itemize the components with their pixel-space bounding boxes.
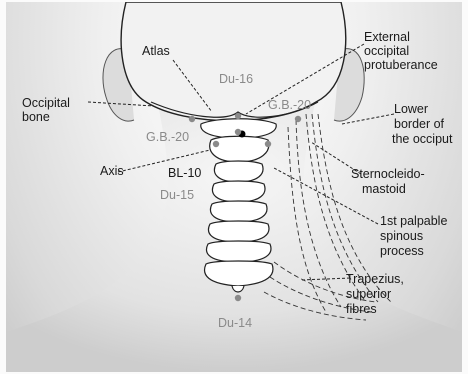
bl10-right-point <box>265 141 271 147</box>
label-atlas: Atlas <box>142 44 170 58</box>
label-bl10: BL-10 <box>168 166 201 180</box>
label-external-2: occipital <box>364 44 409 58</box>
label-lower-1: Lower <box>394 102 428 116</box>
skull-outline <box>121 2 346 121</box>
label-du15: Du-15 <box>160 188 194 202</box>
label-du16: Du-16 <box>219 72 253 86</box>
gb20-right-point <box>295 116 301 122</box>
du16-point <box>235 113 241 119</box>
label-lower-3: the occiput <box>392 132 452 146</box>
label-trap-2: superior <box>346 287 391 301</box>
label-trap-1: Trapezius, <box>346 272 404 286</box>
label-external-3: protuberance <box>364 58 438 72</box>
label-gb20-left: G.B.-20 <box>146 130 189 144</box>
label-occipital-bone-1: Occipital <box>22 96 70 110</box>
label-scm-2: mastoid <box>362 182 406 196</box>
label-first-3: process <box>380 244 424 258</box>
label-trap-3: fibres <box>346 302 377 316</box>
acupuncture-neck-diagram: Atlas Occipital bone Axis BL-10 External… <box>6 2 462 372</box>
label-gb20-right: G.B.-20 <box>268 98 311 112</box>
gb20-left-point <box>189 116 195 122</box>
label-du14: Du-14 <box>218 316 252 330</box>
axis-vertebra <box>210 136 269 162</box>
du15-point <box>235 129 241 135</box>
bl10-left-point <box>213 141 219 147</box>
label-occipital-bone-2: bone <box>22 110 50 124</box>
label-first-2: spinous <box>380 229 423 243</box>
label-lower-2: border of <box>394 117 444 131</box>
label-scm-1: Sternocleido- <box>351 167 425 181</box>
label-external-1: External <box>364 30 410 44</box>
du14-point <box>235 295 241 301</box>
label-first-1: 1st palpable <box>380 214 447 228</box>
label-axis: Axis <box>100 164 124 178</box>
